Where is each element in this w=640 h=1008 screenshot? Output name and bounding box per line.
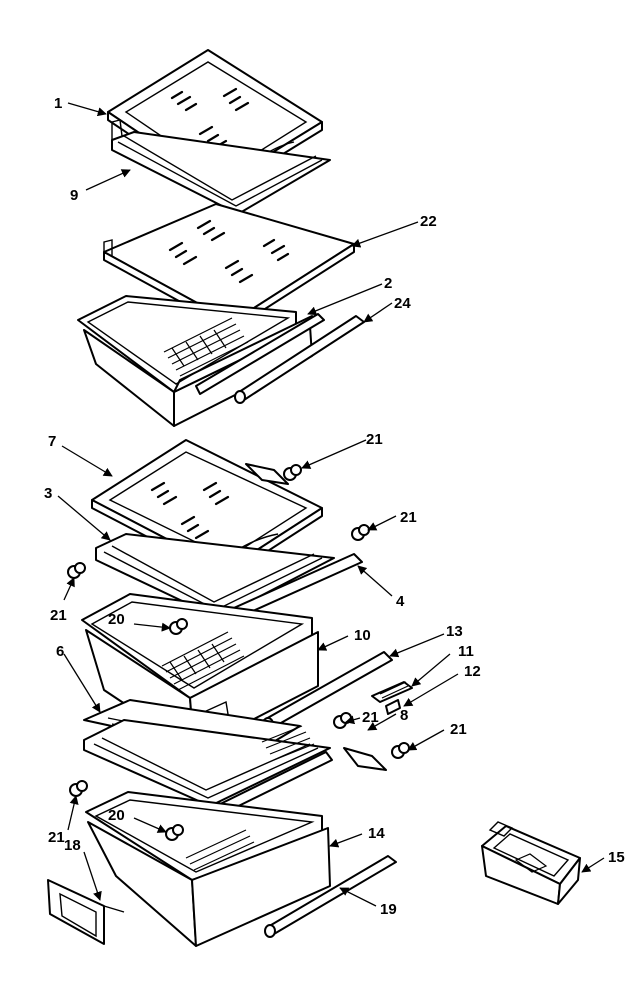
callout-3: 3 — [44, 485, 52, 502]
slide-part-11-12 — [371, 681, 413, 715]
callout-10: 10 — [354, 627, 371, 644]
callout-21-c: 21 — [50, 607, 67, 624]
callout-13: 13 — [446, 623, 463, 640]
callout-21-e: 21 — [450, 721, 467, 738]
callout-8: 8 — [400, 707, 408, 724]
callout-24: 24 — [394, 295, 411, 312]
label-holder-part-18 — [47, 879, 125, 945]
shelf-frame-part-9 — [111, 119, 331, 215]
callout-9: 9 — [70, 187, 78, 204]
callout-11: 11 — [458, 643, 474, 660]
callout-4: 4 — [396, 593, 405, 610]
drawer-trim-part-19 — [264, 855, 397, 938]
callout-labels: 1 9 22 2 24 7 21 3 21 4 21 20 10 13 11 1… — [44, 95, 625, 918]
callout-7: 7 — [48, 433, 56, 450]
callout-20-a: 20 — [108, 611, 125, 628]
callout-12: 12 — [464, 663, 481, 680]
callout-18: 18 — [64, 837, 81, 854]
bin-part-15 — [481, 821, 581, 905]
callout-20-b: 20 — [108, 807, 125, 824]
callout-22: 22 — [420, 213, 437, 230]
callout-21-d: 21 — [362, 709, 379, 726]
crisper-drawer-part-2 — [77, 295, 325, 427]
leader-lines — [57, 102, 605, 907]
callout-2: 2 — [384, 275, 392, 292]
callout-19: 19 — [380, 901, 397, 918]
drawer-part-14 — [85, 791, 331, 947]
callout-21-f: 21 — [48, 829, 65, 846]
callout-21-b: 21 — [400, 509, 417, 526]
callout-1: 1 — [54, 95, 62, 112]
callout-14: 14 — [368, 825, 385, 842]
drawer-trim-part-24 — [234, 315, 365, 404]
bracket-part-21-upper — [67, 463, 370, 579]
callout-6: 6 — [56, 643, 64, 660]
callout-21-a: 21 — [366, 431, 383, 448]
callout-15: 15 — [608, 849, 625, 866]
